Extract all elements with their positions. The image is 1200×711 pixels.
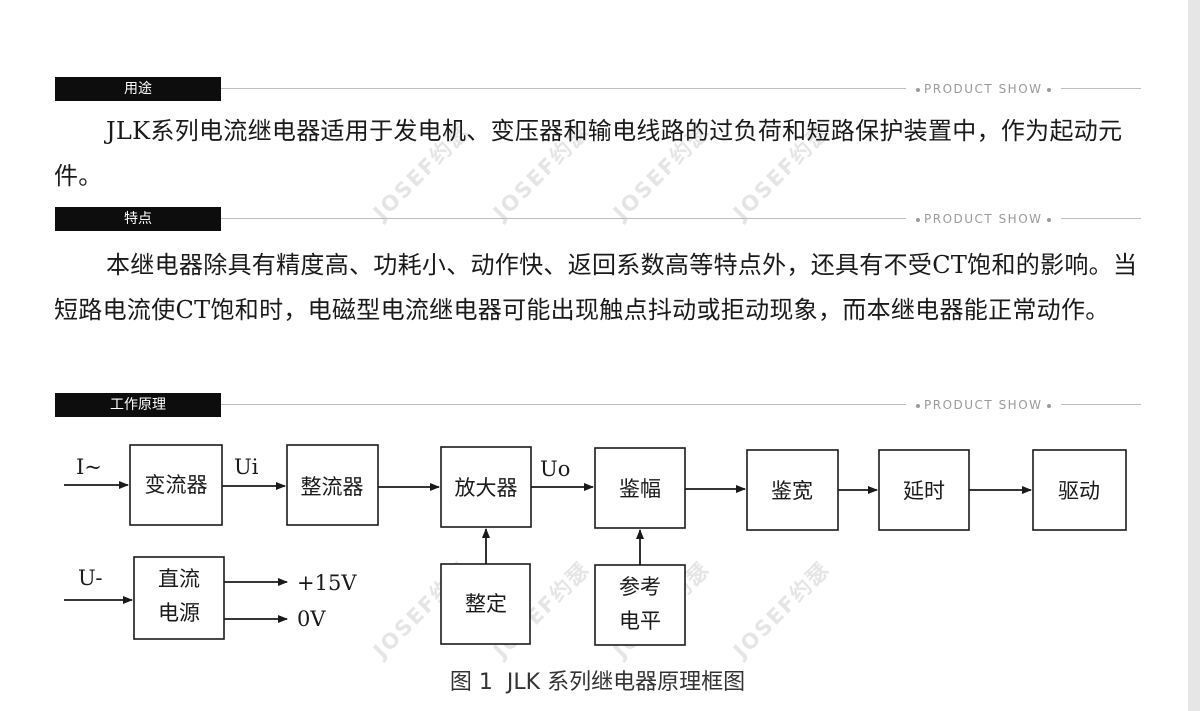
dot-icon bbox=[1046, 217, 1051, 222]
section-tag: 工作原理 bbox=[55, 393, 221, 417]
right-scrollbar-strip bbox=[1188, 0, 1200, 711]
delay-block bbox=[878, 449, 970, 531]
section-note: PRODUCT SHOW bbox=[906, 211, 1061, 227]
section-divider bbox=[221, 218, 1141, 219]
delay-label: 延时 bbox=[903, 479, 945, 503]
section-note-text: PRODUCT SHOW bbox=[924, 212, 1043, 226]
transformer-block bbox=[129, 444, 223, 526]
uo-label: Uo bbox=[540, 457, 570, 481]
plus15v-label: +15V bbox=[297, 571, 357, 595]
dot-icon bbox=[1046, 87, 1051, 92]
amplifier-block bbox=[440, 446, 532, 528]
block-diagram: I~ Ui Uo U- +15V 0V 变流器 整流器 放大器 鉴幅 鉴宽 延时… bbox=[64, 444, 1127, 646]
amplifier-label: 放大器 bbox=[455, 476, 518, 500]
dot-icon bbox=[916, 403, 920, 408]
figure-caption: 图 1 JLK 系列继电器原理框图 bbox=[449, 670, 746, 695]
reference-label-line1: 参考 bbox=[619, 575, 661, 599]
width-detector-block bbox=[746, 449, 839, 531]
rectifier-block bbox=[286, 444, 379, 526]
driver-label: 驱动 bbox=[1058, 479, 1100, 503]
setting-block bbox=[440, 563, 531, 645]
section-divider bbox=[221, 404, 1141, 405]
setting-label: 整定 bbox=[465, 592, 507, 616]
section-note-text: PRODUCT SHOW bbox=[924, 398, 1043, 412]
dot-icon bbox=[1046, 403, 1051, 408]
section-header-usage: 用途 PRODUCT SHOW bbox=[55, 77, 1145, 101]
section-tag: 特点 bbox=[55, 207, 221, 231]
zerov-label: 0V bbox=[297, 607, 326, 631]
driver-block bbox=[1032, 449, 1127, 531]
dc-supply-label-line1: 直流 bbox=[158, 567, 200, 591]
dot-icon bbox=[916, 87, 920, 92]
usage-paragraph: JLK系列电流继电器适用于发电机、变压器和输电线路的过负荷和短路保护装置中，作为… bbox=[54, 117, 1123, 190]
reference-level-block bbox=[594, 564, 686, 646]
input-current-label: I~ bbox=[76, 455, 102, 479]
rectifier-label: 整流器 bbox=[301, 475, 364, 499]
width-detector-label: 鉴宽 bbox=[771, 479, 813, 503]
ui-label: Ui bbox=[234, 455, 259, 479]
features-paragraph: 本继电器除具有精度高、功耗小、动作快、返回系数高等特点外，还具有不受CT饱和的影… bbox=[54, 251, 1138, 324]
section-header-features: 特点 PRODUCT SHOW bbox=[55, 207, 1145, 231]
dc-supply-label-line2: 电源 bbox=[158, 601, 200, 625]
input-voltage-label: U- bbox=[78, 566, 102, 590]
dc-supply-block bbox=[133, 556, 225, 640]
amplitude-detector-label: 鉴幅 bbox=[619, 477, 661, 501]
section-header-principle: 工作原理 PRODUCT SHOW bbox=[55, 393, 1145, 417]
transformer-label: 变流器 bbox=[145, 473, 208, 497]
section-divider bbox=[221, 88, 1141, 89]
dot-icon bbox=[916, 217, 920, 222]
section-tag: 用途 bbox=[55, 77, 221, 101]
section-note-text: PRODUCT SHOW bbox=[924, 82, 1043, 96]
section-note: PRODUCT SHOW bbox=[906, 397, 1061, 413]
reference-label-line2: 电平 bbox=[619, 609, 661, 633]
section-note: PRODUCT SHOW bbox=[906, 81, 1061, 97]
amplitude-detector-block bbox=[594, 447, 686, 529]
